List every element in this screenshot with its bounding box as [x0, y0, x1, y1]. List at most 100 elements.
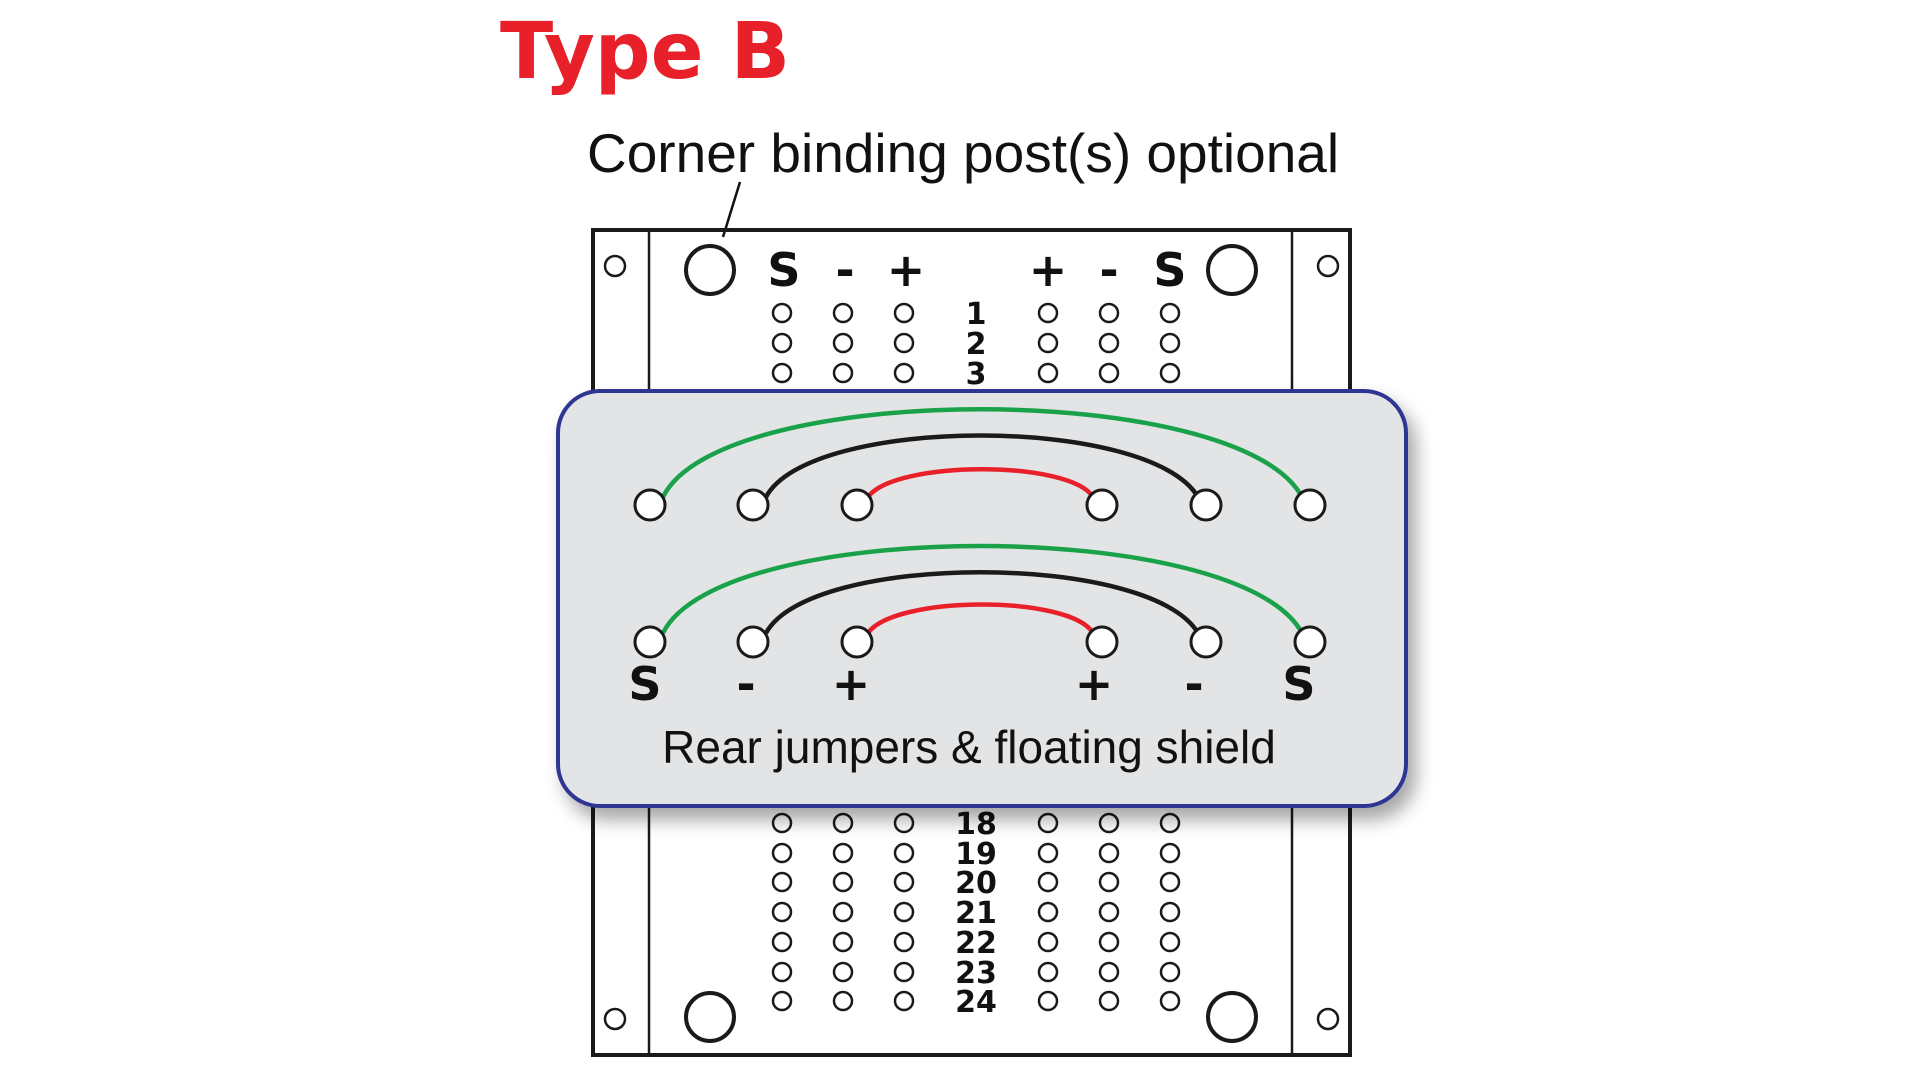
jumper-terminal-icon: [736, 488, 770, 522]
callout-leader-line: [721, 181, 742, 238]
row-number: 22: [955, 926, 997, 961]
mounting-hole-icon: [1316, 254, 1340, 278]
jack-icon: [1159, 871, 1181, 893]
column-label: -: [835, 243, 854, 297]
jack-icon: [1098, 362, 1120, 384]
jack-icon: [1098, 332, 1120, 354]
jumper-terminal-icon: [1189, 488, 1223, 522]
column-label: +: [887, 243, 926, 297]
jack-icon: [1037, 990, 1059, 1012]
jack-icon: [832, 842, 854, 864]
jack-icon: [771, 332, 793, 354]
jack-icon: [771, 302, 793, 324]
row-number: 3: [966, 357, 987, 392]
mounting-holes: [603, 254, 1340, 1031]
callout-label: Corner binding post(s) optional: [587, 122, 1339, 184]
jack-icon: [1098, 961, 1120, 983]
jack-icon: [1098, 931, 1120, 953]
jumper-terminal-icon: [1189, 625, 1223, 659]
rear-jumpers-inset: S - + + - S Rear jumpers & floating shie…: [556, 389, 1408, 808]
inset-labels: S - + + - S: [628, 657, 1315, 711]
binding-post-icon: [684, 244, 736, 296]
jack-icon: [1098, 302, 1120, 324]
jack-icon: [1098, 842, 1120, 864]
inset-terminal-label: +: [832, 657, 871, 711]
jack-icon: [893, 961, 915, 983]
binding-post-icon: [684, 991, 736, 1043]
column-label: S: [767, 243, 800, 297]
jack-icon: [893, 990, 915, 1012]
jack-icon: [1098, 812, 1120, 834]
inset-caption: Rear jumpers & floating shield: [662, 721, 1276, 773]
jack-icon: [771, 842, 793, 864]
top-jack-rows: 123: [771, 297, 1181, 392]
jack-icon: [1159, 901, 1181, 923]
jack-icon: [832, 961, 854, 983]
jumper-minus-wire: [764, 433, 1200, 499]
row-number: 18: [955, 807, 997, 842]
jack-icon: [1159, 302, 1181, 324]
jack-icon: [832, 931, 854, 953]
jack-icon: [771, 990, 793, 1012]
jack-icon: [893, 871, 915, 893]
jumper-terminal-icon: [633, 488, 667, 522]
jumper-terminal-icon: [840, 625, 874, 659]
jumper-shield-wire: [660, 543, 1304, 635]
jack-icon: [1159, 961, 1181, 983]
jack-icon: [771, 931, 793, 953]
column-label: +: [1029, 243, 1068, 297]
jack-icon: [893, 901, 915, 923]
jack-icon: [771, 362, 793, 384]
jumper-plus-wire: [866, 467, 1095, 499]
jack-icon: [1037, 332, 1059, 354]
jack-icon: [1159, 332, 1181, 354]
binding-post-icon: [1206, 991, 1258, 1043]
jack-icon: [1098, 901, 1120, 923]
jumper-terminal-icon: [1293, 488, 1327, 522]
inset-terminals: [633, 488, 1327, 659]
jack-icon: [893, 842, 915, 864]
inset-terminal-label: -: [1184, 657, 1203, 711]
jack-icon: [1037, 901, 1059, 923]
jumper-terminal-icon: [736, 625, 770, 659]
inset-terminal-label: -: [736, 657, 755, 711]
mounting-hole-icon: [603, 254, 627, 278]
jack-icon: [893, 362, 915, 384]
inset-terminal-label: +: [1075, 657, 1114, 711]
top-column-labels: S - + + - S: [767, 243, 1186, 297]
jack-icon: [893, 812, 915, 834]
inset-terminal-label: S: [1282, 657, 1315, 711]
column-label: S: [1153, 243, 1186, 297]
jack-icon: [1159, 842, 1181, 864]
corner-binding-posts: [684, 244, 1258, 1043]
jack-icon: [771, 871, 793, 893]
jack-icon: [1159, 990, 1181, 1012]
mounting-hole-icon: [1316, 1007, 1340, 1031]
page-title: Type B: [500, 7, 790, 97]
jack-icon: [1159, 931, 1181, 953]
jack-icon: [1037, 842, 1059, 864]
jumper-terminal-icon: [840, 488, 874, 522]
mounting-hole-icon: [603, 1007, 627, 1031]
jack-icon: [832, 362, 854, 384]
jack-icon: [1037, 931, 1059, 953]
jack-icon: [1098, 990, 1120, 1012]
row-number: 2: [966, 327, 987, 362]
jack-icon: [1037, 302, 1059, 324]
jumper-plus-wire: [866, 602, 1095, 635]
jack-icon: [832, 812, 854, 834]
inset-terminal-label: S: [628, 657, 661, 711]
row-number: 1: [966, 297, 987, 332]
jack-icon: [832, 990, 854, 1012]
jumper-terminal-icon: [1085, 488, 1119, 522]
jumper-terminal-icon: [1293, 625, 1327, 659]
column-label: -: [1099, 243, 1118, 297]
jack-icon: [893, 931, 915, 953]
jack-icon: [1037, 362, 1059, 384]
jack-icon: [771, 961, 793, 983]
binding-post-icon: [1206, 244, 1258, 296]
jack-icon: [832, 302, 854, 324]
